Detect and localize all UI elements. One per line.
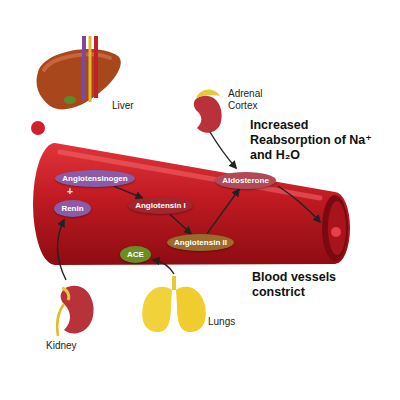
adrenal-cortex-cap (196, 89, 220, 98)
organ-label: Lungs (208, 316, 253, 328)
node-label: Angiotensin II (174, 238, 227, 248)
substrate-ellipse: Angiotensinogen (55, 170, 135, 187)
node-label: Angiotensinogen (62, 174, 127, 184)
ace-arrow (153, 260, 174, 274)
hormone-ellipse: Angiotensin I (128, 197, 193, 214)
liver-artery (94, 36, 98, 98)
enzyme-ellipse: ACE (120, 246, 151, 263)
kidney-illustration (57, 220, 93, 336)
organ-label: Adrenal Cortex (228, 88, 288, 112)
hormone-ellipse: Angiotensin II (167, 234, 234, 251)
node-label: Angiotensin I (135, 201, 186, 211)
gallbladder (64, 96, 76, 104)
blood-vessel (33, 143, 350, 265)
effect-label: Blood vessels constrict (252, 270, 382, 300)
plus-sign: + (67, 186, 79, 198)
trachea (172, 276, 176, 290)
red-blood-cell (31, 121, 45, 135)
lung-right (176, 287, 206, 332)
effect-label: Increased Reabsorption of Na⁺ and H₂O (250, 118, 390, 163)
liver-vein (82, 36, 86, 100)
kidney-cap (62, 288, 69, 300)
vessel-inner (328, 201, 346, 255)
effect-arrow (278, 186, 320, 222)
node-label: ACE (127, 250, 144, 260)
hormone-ellipse: Aldosterone (215, 172, 276, 189)
organ-label: Liver (112, 100, 152, 112)
kidney-shape (61, 286, 94, 334)
vessel-opening (322, 195, 348, 261)
node-label: Renin (61, 204, 83, 214)
lung-left (142, 287, 172, 332)
enzyme-ellipse: Renin (54, 200, 91, 217)
bile-duct (89, 36, 92, 102)
vessel-body (33, 143, 350, 265)
hormone-arrow (210, 132, 236, 168)
reaction-arrow (207, 190, 239, 234)
node-label: Aldosterone (222, 176, 269, 186)
reaction-arrow (170, 214, 191, 233)
red-blood-cell (331, 227, 341, 237)
liver-highlight (44, 54, 110, 70)
ureter (57, 304, 64, 336)
adrenal-kidney (194, 96, 222, 133)
renin-arrow (57, 220, 66, 280)
liver-shape (37, 49, 121, 109)
organ-label: Kidney (46, 340, 96, 352)
reaction-arrow (114, 186, 142, 198)
liver-illustration (37, 36, 121, 109)
lungs-illustration (142, 260, 206, 332)
